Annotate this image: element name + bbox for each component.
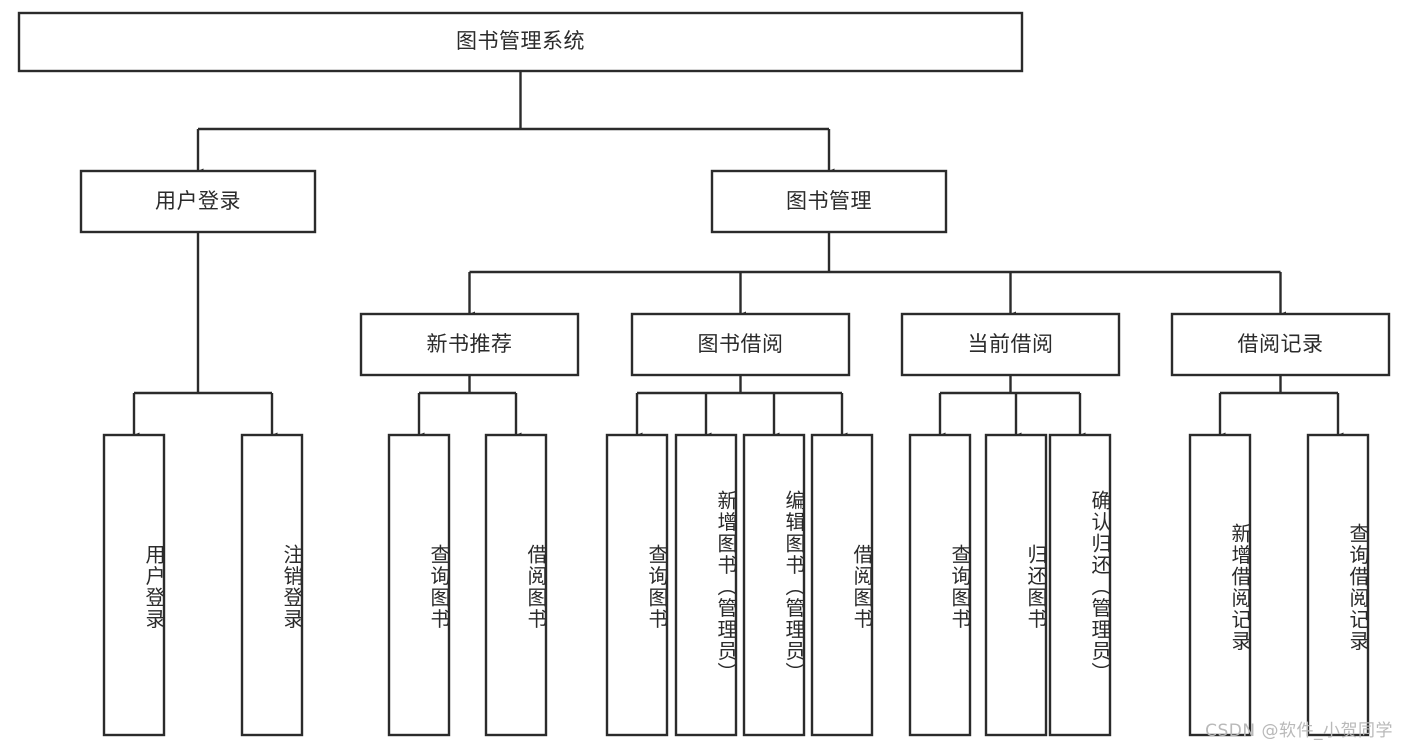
node-box-leaf_10[interactable] [1048, 433, 1112, 737]
node-box-leaf_5[interactable] [674, 433, 738, 737]
node-box-leaf_11[interactable] [1188, 433, 1252, 737]
node-box-leaf_8[interactable] [908, 433, 972, 737]
node-box-l2_0[interactable] [359, 312, 580, 377]
edge-layer [128, 71, 1344, 442]
node-box-leaf_6[interactable] [742, 433, 806, 737]
node-box-l2_1[interactable] [630, 312, 851, 377]
node-box-leaf_4[interactable] [605, 433, 669, 737]
node-box-leaf_3[interactable] [484, 433, 548, 737]
node-box-leaf_12[interactable] [1306, 433, 1370, 737]
node-box-root[interactable] [17, 11, 1024, 73]
node-layer [17, 11, 1391, 737]
node-box-l1_0[interactable] [79, 169, 317, 234]
node-box-l1_1[interactable] [710, 169, 948, 234]
node-box-l2_3[interactable] [1170, 312, 1391, 377]
node-box-leaf_9[interactable] [984, 433, 1048, 737]
node-box-leaf_0[interactable] [102, 433, 166, 737]
node-box-leaf_7[interactable] [810, 433, 874, 737]
node-box-leaf_1[interactable] [240, 433, 304, 737]
node-box-leaf_2[interactable] [387, 433, 451, 737]
node-box-l2_2[interactable] [900, 312, 1121, 377]
